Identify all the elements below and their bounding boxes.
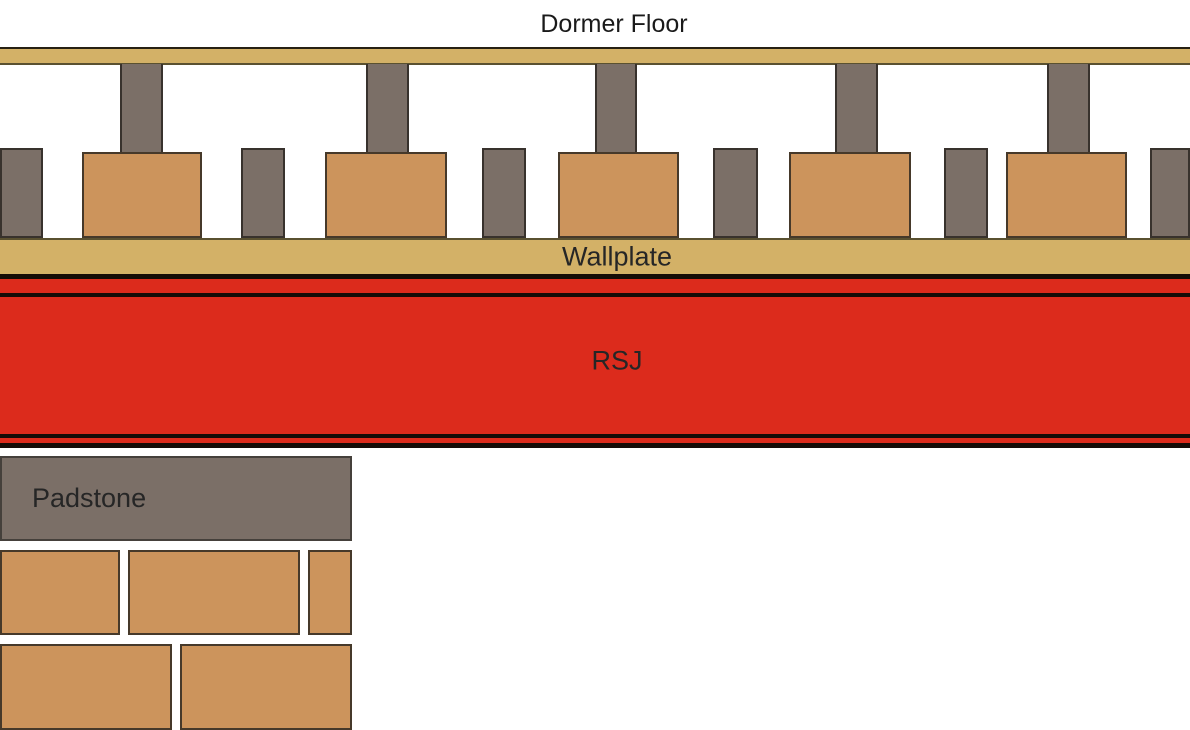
dormer-floor-board <box>0 47 1190 65</box>
wall-brick <box>128 550 300 635</box>
brick <box>1006 152 1127 238</box>
padstone: Padstone <box>0 456 352 541</box>
brick <box>789 152 911 238</box>
brick <box>558 152 679 238</box>
wallplate-label: Wallplate <box>561 241 673 272</box>
joist-block <box>482 148 526 238</box>
rsj-top-flange-line <box>0 293 1190 297</box>
wall-brick <box>308 550 352 635</box>
joist-block <box>944 148 988 238</box>
rsj-label: RSJ <box>591 345 643 376</box>
floor-joist <box>1047 64 1090 154</box>
joist-block <box>1150 148 1190 238</box>
floor-joist <box>595 64 637 154</box>
floor-joist <box>835 64 878 154</box>
joist-block <box>241 148 285 238</box>
joist-block <box>713 148 758 238</box>
wall-brick <box>0 644 172 730</box>
padstone-label: Padstone <box>32 483 147 513</box>
wallplate-board: Wallplate <box>0 238 1190 274</box>
diagram-title: Dormer Floor <box>540 10 688 38</box>
wall-brick <box>0 550 120 635</box>
rsj-bottom-flange-line <box>0 434 1190 438</box>
joist-block <box>0 148 43 238</box>
rsj-beam: RSJ <box>0 274 1190 448</box>
floor-joist <box>366 64 409 154</box>
brick <box>325 152 447 238</box>
floor-joist <box>120 64 163 154</box>
wall-brick <box>180 644 352 730</box>
brick <box>82 152 202 238</box>
